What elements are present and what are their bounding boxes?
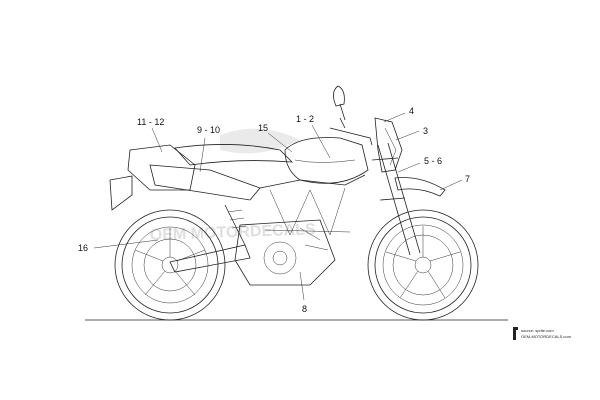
front-fender [394,177,446,197]
front-fork [371,142,421,256]
trellis-frame [259,174,366,236]
callout-4: 4 [409,106,414,116]
rear-shock [224,204,247,246]
leader-lines [93,112,463,301]
swingarm [169,244,251,273]
fuel-tank [284,137,369,184]
seat [174,144,294,166]
svg-text:OEM MOTORDECALS: OEM MOTORDECALS [150,221,317,244]
callout-1-2: 1 - 2 [296,114,314,124]
callout-3: 3 [423,126,428,136]
callout-9-10: 9 - 10 [197,125,220,135]
callout-7: 7 [465,174,470,184]
callout-5-6: 5 - 6 [424,156,442,166]
front-fairing [374,117,403,173]
source-line-2: OEM-MOTORDECALS.com [521,334,572,339]
watermark: OEM MOTORDECALS [150,128,317,244]
tail-section [109,144,261,211]
engine [234,219,336,286]
source-credit: source: sprite.com OEM-MOTORDECALS.com [513,327,572,340]
callout-15: 15 [258,123,268,133]
source-line-1: source: sprite.com [521,328,554,333]
rear-wheel [114,209,226,321]
callout-16: 16 [78,243,88,253]
front-wheel [367,209,479,321]
callout-8: 8 [302,304,307,314]
logo-icon [513,327,518,340]
handlebar [329,85,373,146]
callout-labels: 4 3 5 - 6 7 1 - 2 15 9 - 10 11 - 12 16 8 [78,106,470,314]
callout-11-12: 11 - 12 [137,117,164,127]
